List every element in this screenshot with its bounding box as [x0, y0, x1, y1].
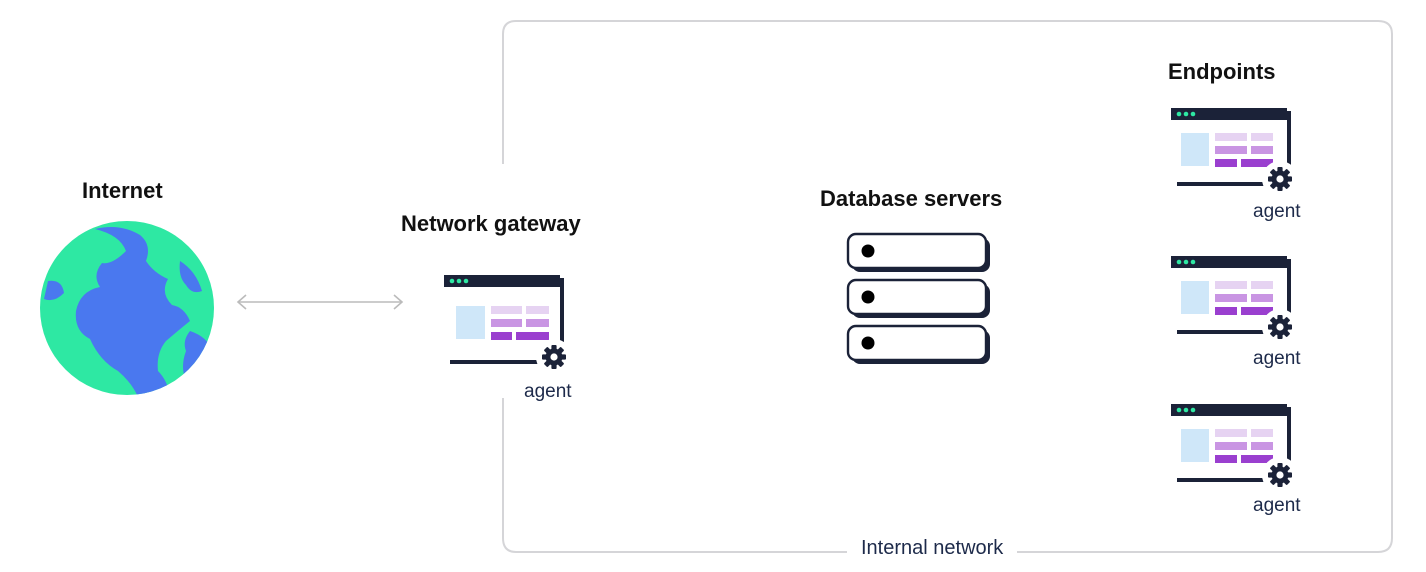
endpoint-agent-label-2: agent	[1253, 348, 1301, 369]
endpoint-node-2	[1171, 256, 1301, 356]
server-unit-2	[846, 278, 990, 318]
connection-arrow	[236, 294, 404, 310]
endpoint-agent-label-1: agent	[1253, 201, 1301, 222]
app-window-icon	[444, 275, 572, 375]
server-unit-1	[846, 232, 990, 272]
app-window-icon	[1171, 256, 1298, 345]
internal-network-label: Internal network	[847, 537, 1018, 560]
gateway-agent-label: agent	[524, 381, 572, 402]
app-window-icon	[1171, 404, 1298, 493]
endpoint-agent-label-3: agent	[1253, 495, 1301, 516]
gateway-node	[444, 275, 574, 375]
globe-icon	[40, 221, 214, 395]
internet-title: Internet	[82, 178, 163, 203]
endpoint-node-1	[1171, 108, 1301, 208]
gateway-title: Network gateway	[401, 211, 581, 236]
endpoint-node-3	[1171, 404, 1301, 504]
app-window-icon	[1171, 108, 1298, 197]
database-title: Database servers	[820, 186, 1003, 211]
server-unit-3	[846, 324, 990, 364]
server-stack-icon	[846, 232, 990, 364]
endpoints-title: Endpoints	[1168, 59, 1276, 84]
